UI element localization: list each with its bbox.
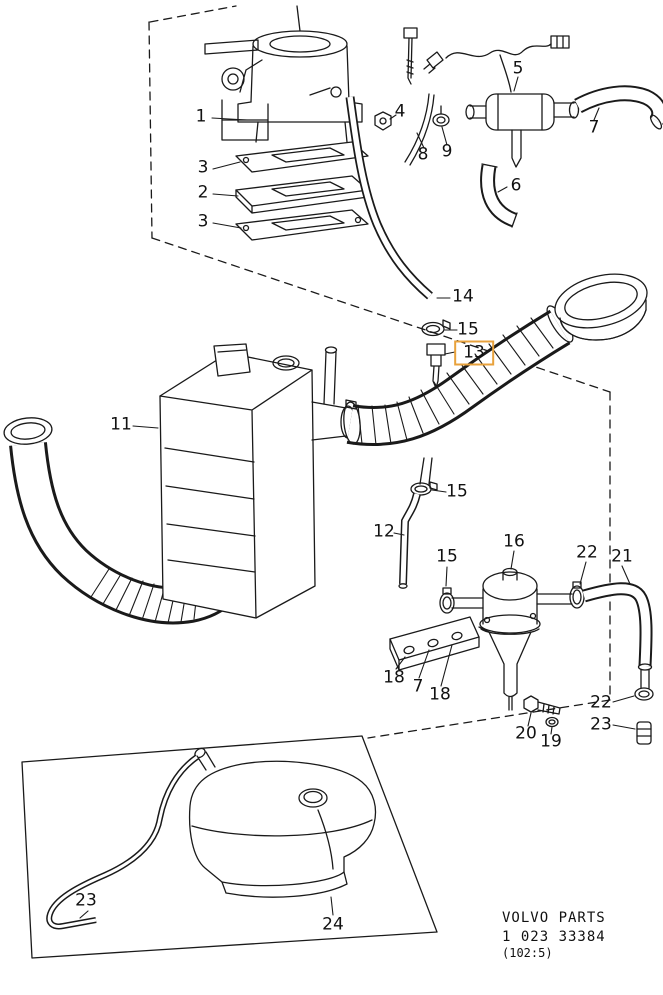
part-callout-3-upper[interactable]: 3: [197, 157, 209, 178]
bracket-drawing: [389, 616, 490, 671]
part-callout-20[interactable]: 20: [515, 723, 537, 744]
leader-lines: [79, 76, 636, 919]
part-callout-5[interactable]: 5: [512, 58, 524, 79]
air-cleaner-housing-drawing: [159, 343, 356, 619]
part-callout-18-right[interactable]: 18: [429, 684, 451, 705]
expansion-tank-drawing: [46, 747, 377, 930]
part-callout-6[interactable]: 6: [510, 175, 522, 196]
bell-mouth-drawing: [554, 273, 648, 341]
boundary-dashes: [148, 5, 611, 739]
solenoid-valve-drawing: [423, 35, 580, 168]
footer-brand: VOLVO PARTS: [502, 910, 606, 926]
clamp-and-nipple-drawing: [421, 319, 451, 389]
top-hose-drawing: [574, 85, 663, 130]
part-callout-22-lower[interactable]: 22: [590, 692, 612, 713]
part-callout-1[interactable]: 1: [195, 106, 207, 127]
inset-box-drawing: [21, 735, 438, 959]
part-callout-18-left[interactable]: 18: [383, 667, 405, 688]
small-hardware-drawing: [374, 93, 450, 166]
footer-scale: (102:5): [502, 946, 553, 960]
gasket-stack-drawing: [235, 141, 369, 241]
carburetor-drawing: [204, 5, 418, 143]
part-callout-11[interactable]: 11: [110, 414, 132, 435]
part-callout-9[interactable]: 9: [441, 141, 453, 162]
part-callout-21[interactable]: 21: [611, 546, 633, 567]
part-callout-15-top[interactable]: 15: [457, 319, 479, 340]
fuel-valve-drawing: [439, 567, 654, 745]
part-callout-15-lower[interactable]: 15: [436, 546, 458, 567]
part-callout-13-highlighted[interactable]: 13: [454, 340, 494, 366]
part-callout-7-bracket[interactable]: 7: [412, 676, 424, 697]
pipe-12-drawing: [398, 457, 438, 589]
vent-hose-drawing: [345, 96, 433, 300]
part-callout-23-right[interactable]: 23: [590, 714, 612, 735]
part-callout-16[interactable]: 16: [503, 531, 525, 552]
part-callout-7-hose[interactable]: 7: [588, 117, 600, 138]
footer-part-info: VOLVO PARTS 1 023 33384 (102:5): [502, 910, 606, 960]
elbow-hose-drawing: [480, 163, 518, 228]
part-callout-24[interactable]: 24: [322, 914, 344, 935]
part-callout-14[interactable]: 14: [452, 286, 474, 307]
part-callout-22-upper[interactable]: 22: [576, 542, 598, 563]
part-callout-23-inset[interactable]: 23: [75, 890, 97, 911]
corrugated-hose-drawing: [343, 305, 574, 447]
part-callout-19[interactable]: 19: [540, 731, 562, 752]
part-callout-15-mid[interactable]: 15: [446, 481, 468, 502]
part-callout-2[interactable]: 2: [197, 182, 209, 203]
part-callout-3-lower[interactable]: 3: [197, 211, 209, 232]
bolt-and-washer-drawing: [523, 695, 561, 728]
part-callout-12[interactable]: 12: [373, 521, 395, 542]
part-callout-4[interactable]: 4: [394, 101, 406, 122]
footer-part-number: 1 023 33384: [502, 929, 606, 945]
part-callout-8[interactable]: 8: [417, 144, 429, 165]
